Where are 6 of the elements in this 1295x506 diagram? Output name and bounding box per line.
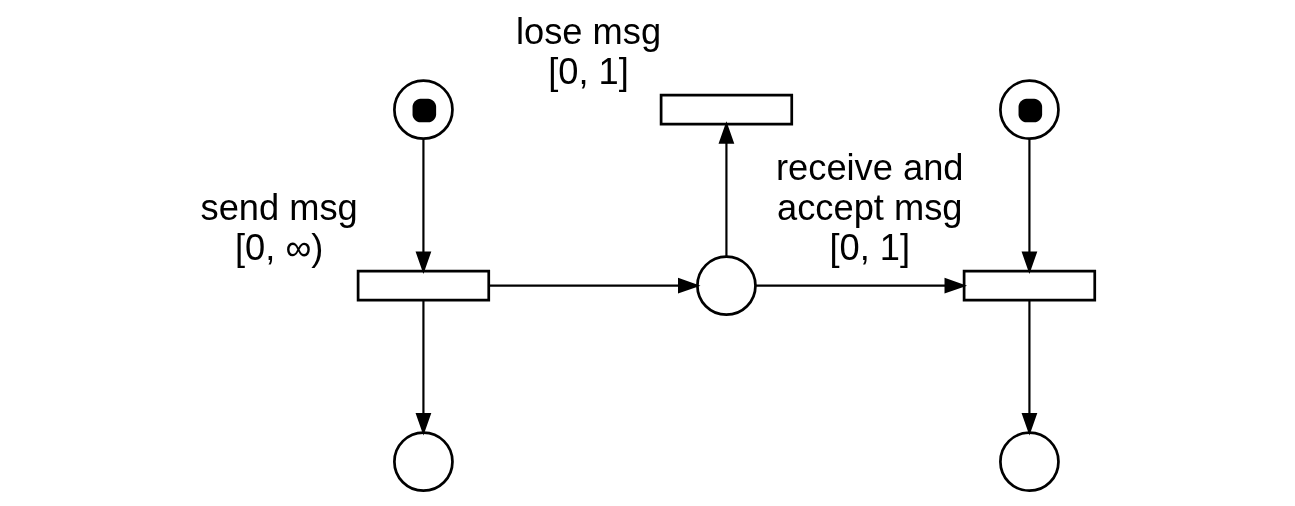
node-label: [0, ∞) (235, 227, 324, 269)
node-label: [0, 1] (829, 227, 911, 269)
node-label: [0, 1] (548, 51, 629, 93)
node-label: send msg (200, 187, 358, 229)
node-label: receive and accept msg (776, 147, 964, 229)
node-label: lose msg (515, 11, 662, 53)
